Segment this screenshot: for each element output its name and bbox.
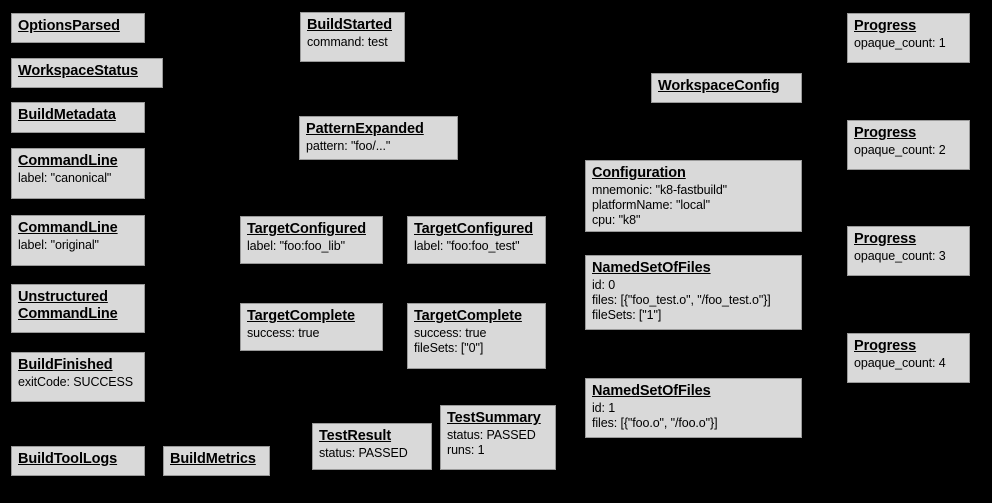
node-field: label: "original" — [18, 238, 99, 252]
node-build-metadata[interactable]: BuildMetadata — [11, 102, 145, 133]
node-field: opaque_count: 4 — [854, 356, 946, 370]
node-command-line-canonical[interactable]: CommandLine label: "canonical" — [11, 148, 145, 199]
node-unstructured-command-line[interactable]: Unstructured CommandLine — [11, 284, 145, 333]
node-workspace-status[interactable]: WorkspaceStatus — [11, 58, 163, 88]
node-title: CommandLine — [18, 220, 118, 236]
node-title: BuildToolLogs — [18, 451, 118, 467]
node-title: BuildStarted — [307, 17, 393, 33]
node-fields: mnemonic: "k8-fastbuild"platformName: "l… — [592, 183, 795, 228]
node-field: platformName: "local" — [592, 198, 710, 212]
node-title: Unstructured CommandLine — [18, 289, 118, 322]
node-test-result[interactable]: TestResult status: PASSED — [312, 423, 432, 470]
node-options-parsed[interactable]: OptionsParsed — [11, 13, 145, 43]
node-title: NamedSetOfFiles — [592, 260, 711, 276]
node-pattern-expanded[interactable]: PatternExpanded pattern: "foo/..." — [299, 116, 458, 160]
node-field: pattern: "foo/..." — [306, 139, 391, 153]
node-fields: success: true — [247, 326, 376, 341]
node-fields: opaque_count: 2 — [854, 143, 963, 158]
node-field: label: "foo:foo_test" — [414, 239, 520, 253]
node-fields: pattern: "foo/..." — [306, 139, 451, 154]
node-progress-1[interactable]: Progress opaque_count: 1 — [847, 13, 970, 63]
node-title: BuildFinished — [18, 357, 113, 373]
node-field: opaque_count: 2 — [854, 143, 946, 157]
node-title: TestSummary — [447, 410, 541, 426]
node-fields: label: "original" — [18, 238, 138, 253]
node-fields: opaque_count: 3 — [854, 249, 963, 264]
node-title: TargetConfigured — [414, 221, 533, 237]
node-fields: status: PASSED — [319, 446, 425, 461]
node-title: Progress — [854, 125, 917, 141]
node-field: exitCode: SUCCESS — [18, 375, 134, 389]
node-command-line-original[interactable]: CommandLine label: "original" — [11, 215, 145, 266]
node-title: Progress — [854, 338, 917, 354]
node-target-configured-foo-lib[interactable]: TargetConfigured label: "foo:foo_lib" — [240, 216, 383, 264]
node-field: success: true — [247, 326, 320, 340]
node-title: NamedSetOfFiles — [592, 383, 711, 399]
node-target-complete-lib[interactable]: TargetComplete success: true — [240, 303, 383, 351]
node-field: opaque_count: 3 — [854, 249, 946, 263]
node-build-started[interactable]: BuildStarted command: test — [300, 12, 405, 62]
node-field: label: "foo:foo_lib" — [247, 239, 345, 253]
node-field: mnemonic: "k8-fastbuild" — [592, 183, 728, 197]
node-title: OptionsParsed — [18, 18, 120, 34]
node-build-tool-logs[interactable]: BuildToolLogs — [11, 446, 145, 476]
node-title: TargetComplete — [414, 308, 522, 324]
node-fields: command: test — [307, 35, 398, 50]
node-fields: label: "foo:foo_lib" — [247, 239, 376, 254]
node-field: status: PASSED — [319, 446, 408, 460]
node-build-metrics[interactable]: BuildMetrics — [163, 446, 270, 476]
node-field: success: true — [414, 326, 487, 340]
node-fields: label: "canonical" — [18, 171, 138, 186]
node-field: command: test — [307, 35, 388, 49]
node-title: BuildMetrics — [170, 451, 256, 467]
node-title: BuildMetadata — [18, 107, 116, 123]
node-title: TargetConfigured — [247, 221, 366, 237]
node-progress-2[interactable]: Progress opaque_count: 2 — [847, 120, 970, 170]
node-progress-4[interactable]: Progress opaque_count: 4 — [847, 333, 970, 383]
node-field: label: "canonical" — [18, 171, 112, 185]
node-fields: opaque_count: 1 — [854, 36, 963, 51]
node-field: fileSets: ["0"] — [414, 341, 484, 355]
node-progress-3[interactable]: Progress opaque_count: 3 — [847, 226, 970, 276]
node-fields: opaque_count: 4 — [854, 356, 963, 371]
node-configuration[interactable]: Configuration mnemonic: "k8-fastbuild"pla… — [585, 160, 802, 232]
node-field: cpu: "k8" — [592, 213, 641, 227]
node-field: opaque_count: 1 — [854, 36, 946, 50]
node-field: fileSets: ["1"] — [592, 308, 662, 322]
node-field: id: 0 — [592, 278, 616, 292]
node-fields: exitCode: SUCCESS — [18, 375, 138, 390]
node-workspace-config[interactable]: WorkspaceConfig — [651, 73, 802, 103]
node-title: Configuration — [592, 165, 686, 181]
node-title: TargetComplete — [247, 308, 355, 324]
node-field: status: PASSED — [447, 428, 536, 442]
node-title: PatternExpanded — [306, 121, 424, 137]
node-field: id: 1 — [592, 401, 616, 415]
node-title: CommandLine — [18, 153, 118, 169]
node-field: files: [{"foo_test.o", "/foo_test.o"}] — [592, 293, 771, 307]
node-field: runs: 1 — [447, 443, 485, 457]
node-fields: label: "foo:foo_test" — [414, 239, 539, 254]
node-title: WorkspaceConfig — [658, 78, 780, 94]
node-title: Progress — [854, 231, 917, 247]
node-title: Progress — [854, 18, 917, 34]
node-build-finished[interactable]: BuildFinished exitCode: SUCCESS — [11, 352, 145, 402]
node-field: files: [{"foo.o", "/foo.o"}] — [592, 416, 718, 430]
node-title: WorkspaceStatus — [18, 63, 138, 79]
node-target-configured-foo-test[interactable]: TargetConfigured label: "foo:foo_test" — [407, 216, 546, 264]
node-title: TestResult — [319, 428, 392, 444]
